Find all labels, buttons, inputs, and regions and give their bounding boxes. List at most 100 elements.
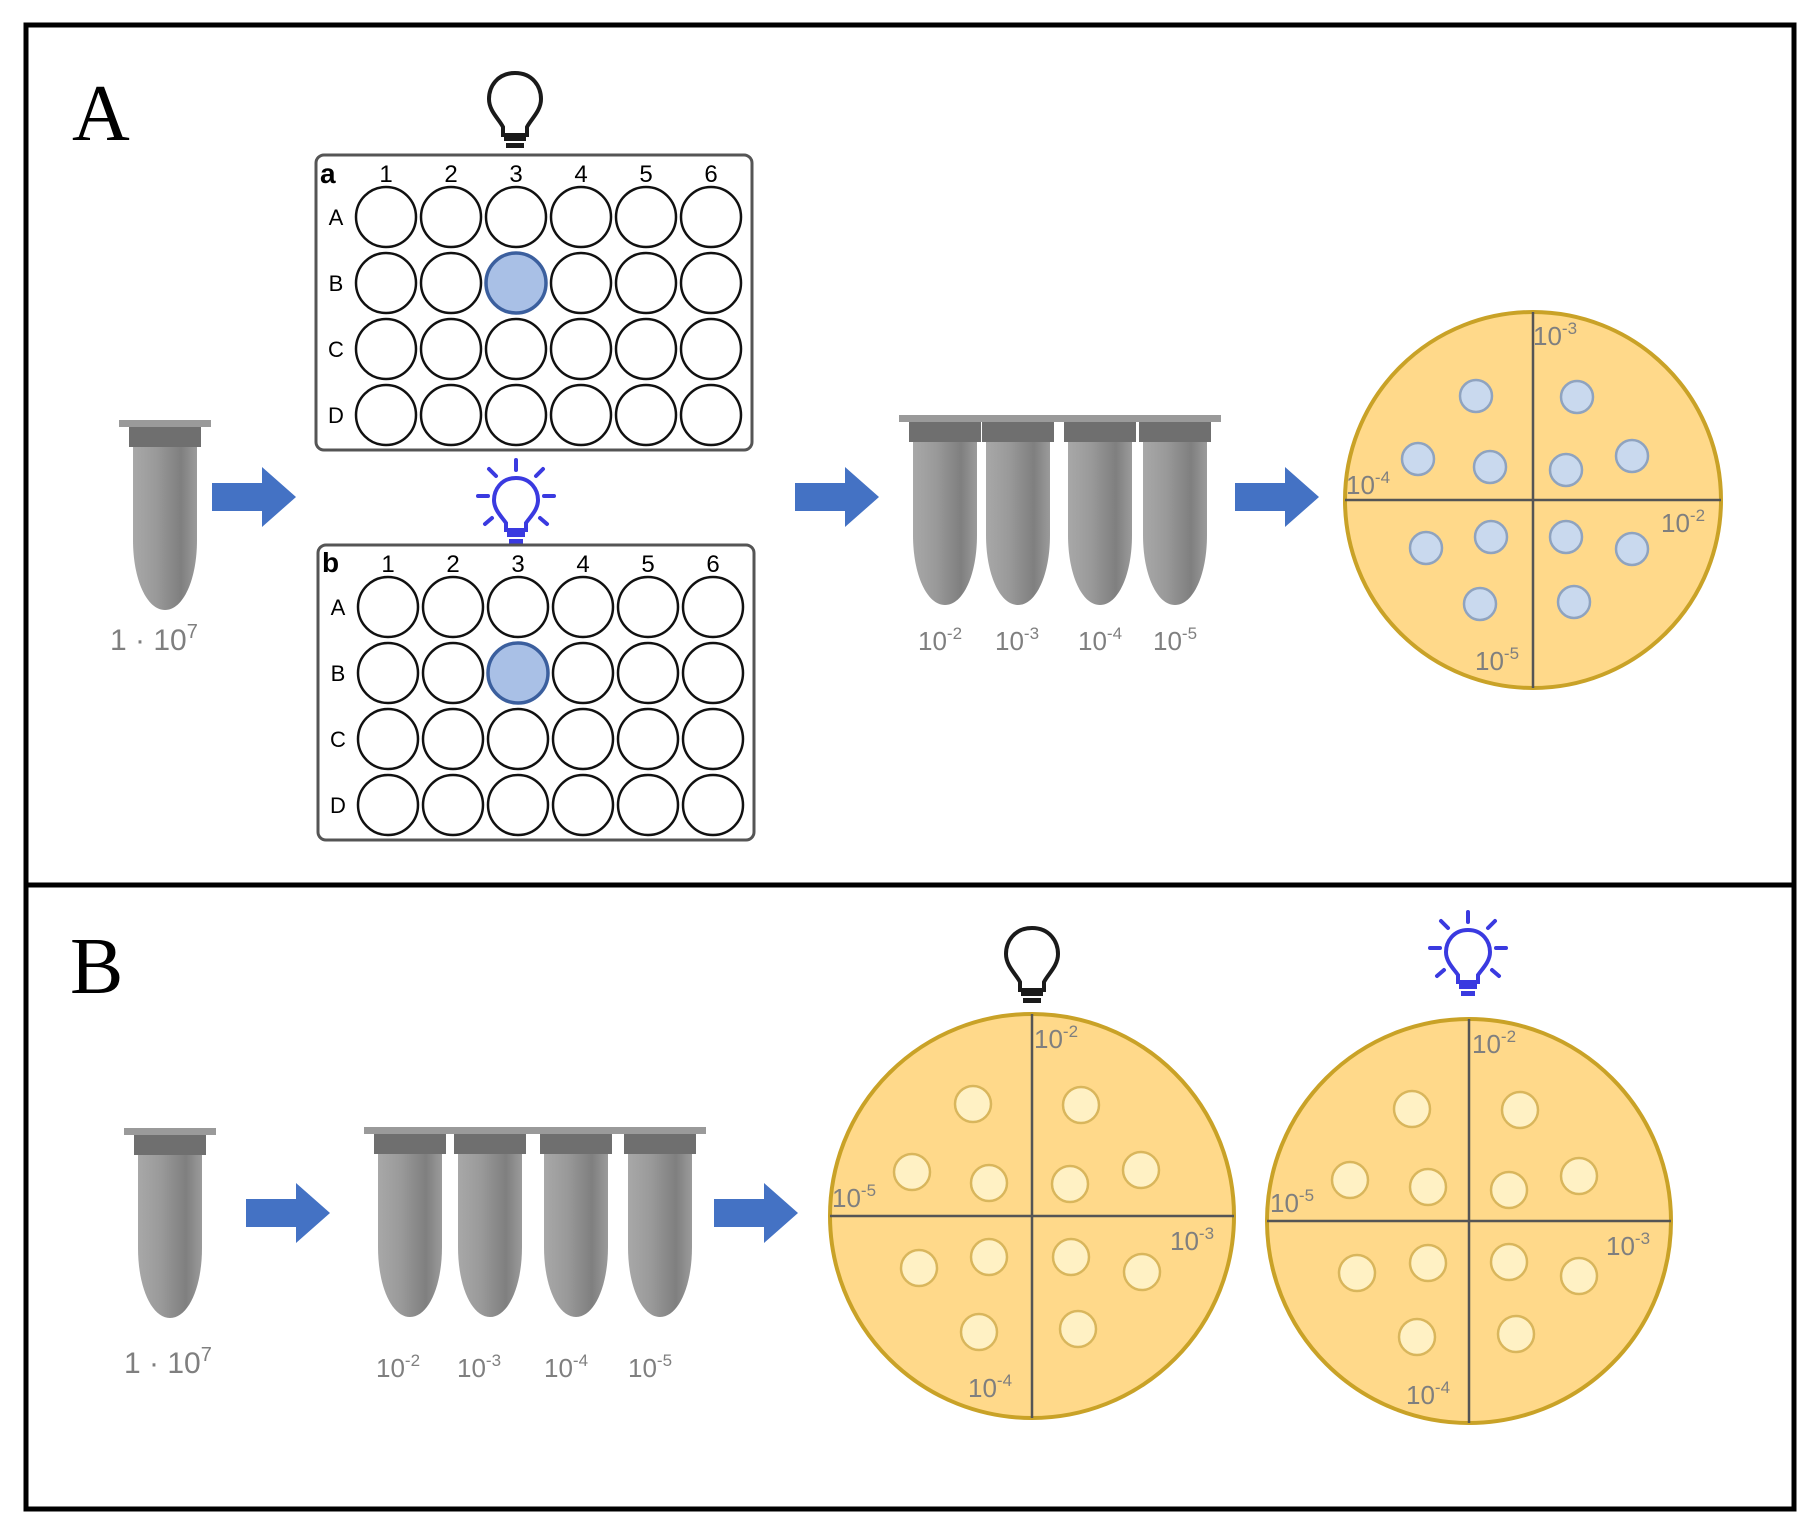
colony (1614, 438, 1650, 474)
colony (1397, 1317, 1437, 1357)
well (354, 185, 418, 249)
microtube-icon (899, 415, 991, 605)
colony (1051, 1237, 1091, 1277)
colony (1556, 584, 1592, 620)
column-label: 5 (639, 161, 652, 188)
panel-b-label: B (70, 923, 123, 1011)
colony (1330, 1160, 1370, 1200)
well (614, 251, 678, 315)
colony (1408, 530, 1444, 566)
well (356, 575, 420, 639)
well (421, 575, 485, 639)
arrow-right-icon (212, 467, 296, 527)
petri-dish: 10-3 10-4 10-2 10-5 (1343, 310, 1723, 690)
quadrant-label: 10-3 (1170, 1224, 1214, 1256)
arrow-right-icon (714, 1183, 798, 1243)
lightbulb-on-icon (476, 458, 556, 546)
column-label: 1 (379, 161, 392, 188)
well (486, 773, 550, 837)
quadrant-label: 10-2 (1472, 1027, 1516, 1059)
well (356, 773, 420, 837)
colony (1408, 1167, 1448, 1207)
colony (1121, 1150, 1161, 1190)
lightbulb-on-icon (1428, 910, 1508, 998)
column-label: 6 (706, 551, 719, 578)
well (419, 317, 483, 381)
well (421, 707, 485, 771)
well (486, 707, 550, 771)
colony (1559, 1156, 1599, 1196)
quadrant-label: 10-2 (1034, 1022, 1078, 1054)
quadrant-label: 10-5 (1475, 644, 1519, 676)
column-label: 6 (704, 161, 717, 188)
column-label: 3 (511, 551, 524, 578)
column-label: 2 (444, 161, 457, 188)
microtube-icon (364, 1127, 456, 1317)
lightbulb-off-icon (487, 71, 543, 150)
colony (959, 1312, 999, 1352)
lightbulb-off-icon (1004, 926, 1060, 1005)
dilution-label: 10-3 (995, 624, 1039, 656)
colony (1548, 452, 1584, 488)
colony (1548, 519, 1584, 555)
quadrant-label: 10-5 (832, 1181, 876, 1213)
quadrant-label: 10-3 (1606, 1229, 1650, 1261)
well (419, 185, 483, 249)
colony (1408, 1243, 1448, 1283)
colony (1500, 1090, 1540, 1130)
row-label: B (329, 271, 344, 296)
source-tube-label: 1 · 107 (110, 621, 198, 657)
row-label: D (328, 403, 344, 428)
column-label: 4 (574, 161, 587, 188)
column-label: 4 (576, 551, 589, 578)
well (679, 251, 743, 315)
colony (1489, 1170, 1529, 1210)
petri-dish-light: 10-2 10-5 10-3 10-4 (1265, 1017, 1673, 1425)
column-label: 2 (446, 551, 459, 578)
quadrant-label: 10-4 (968, 1371, 1012, 1403)
well (419, 383, 483, 447)
microtube-icon (119, 420, 211, 610)
dilution-label: 10-2 (918, 624, 962, 656)
well (551, 641, 615, 705)
arrow-right-icon (1235, 467, 1319, 527)
well (484, 185, 548, 249)
dilution-label: 10-2 (376, 1351, 420, 1383)
well (551, 575, 615, 639)
source-tube-label: 1 · 107 (124, 1344, 212, 1380)
row-label: C (328, 337, 344, 362)
colony (953, 1084, 993, 1124)
well (679, 317, 743, 381)
colony (969, 1163, 1009, 1203)
colony (1337, 1253, 1377, 1293)
well (614, 317, 678, 381)
well (549, 317, 613, 381)
dilution-label: 10-4 (544, 1351, 588, 1383)
well (551, 773, 615, 837)
well (484, 383, 548, 447)
panel-a-label: A (72, 70, 130, 158)
microtube-icon (444, 1127, 536, 1317)
dilution-label: 10-5 (1153, 624, 1197, 656)
well (419, 251, 483, 315)
well (421, 641, 485, 705)
microtube-icon (530, 1127, 622, 1317)
colony (1458, 378, 1494, 414)
well (549, 383, 613, 447)
dilution-label: 10-5 (628, 1351, 672, 1383)
microtube-icon (1054, 415, 1146, 605)
row-label: C (330, 727, 346, 752)
colony (1462, 586, 1498, 622)
microtube-icon (124, 1128, 216, 1318)
well (354, 317, 418, 381)
colony (1559, 1256, 1599, 1296)
plate-label: b (322, 547, 339, 578)
colony (1061, 1085, 1101, 1125)
well (681, 575, 745, 639)
well (354, 251, 418, 315)
quadrant-label: 10-3 (1533, 319, 1577, 351)
column-label: 3 (509, 161, 522, 188)
